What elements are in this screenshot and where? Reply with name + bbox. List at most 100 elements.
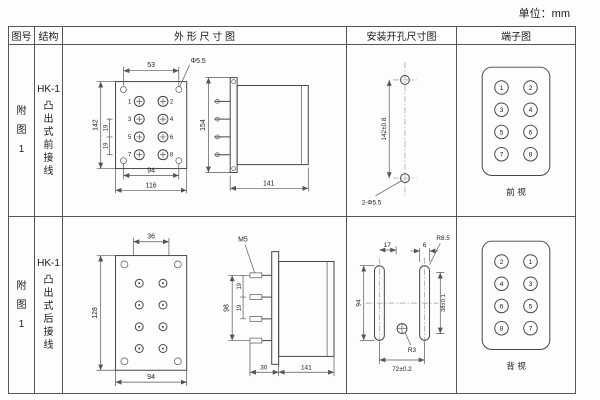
row2-mounting-cell: 17 6 R8.5 94 38±0.1 R3 xyxy=(347,217,457,393)
side-view-dimensions: 154 141 xyxy=(200,76,309,191)
terminal-number: 8 xyxy=(500,326,504,333)
structure-char: 前 xyxy=(43,139,54,151)
row1-outline-drawing: 1 2 3 4 5 6 7 8 53 Φ5.5 xyxy=(92,57,309,193)
terminal-number: 6 xyxy=(500,303,504,310)
dim-height: 128 xyxy=(92,307,99,319)
dim-mounting-height: 94 xyxy=(355,299,362,307)
dim-side-height: 98 xyxy=(224,304,231,312)
model-label: HK-1 xyxy=(37,258,60,269)
terminal-number: 2 xyxy=(500,259,504,266)
terminal-number: 6 xyxy=(170,134,174,140)
terminal-number: 8 xyxy=(529,151,533,158)
front-view-dimensions: 53 Φ5.5 142 19 19 94 xyxy=(92,57,206,193)
structure-char: 出 xyxy=(43,113,54,125)
structure-char: 凸 xyxy=(43,275,54,286)
dim-slot-length: 38±0.1 xyxy=(441,294,447,312)
dim-pitch: 19 xyxy=(104,124,110,131)
view-label: 前 视 xyxy=(506,185,526,196)
dim-pitch: 19 xyxy=(237,304,243,311)
dim-inner-width: 30 xyxy=(260,364,268,371)
structure-char: 接 xyxy=(43,327,54,338)
terminal-number: 2 xyxy=(170,99,173,105)
dim-mounting-span: 72±0.2 xyxy=(392,366,412,373)
dim-top-offset: 17 xyxy=(383,242,391,249)
terminal-number: 4 xyxy=(529,107,533,114)
dim-side-width: 141 xyxy=(263,180,275,187)
row1-mounting-cell: 142±0.8 2-Φ5.5 xyxy=(347,45,457,217)
fig-label-char: 图 xyxy=(16,125,27,136)
dim-side-height: 154 xyxy=(200,119,207,131)
header-fig-no: 图号 xyxy=(9,27,35,45)
terminal-number: 3 xyxy=(529,281,533,288)
dim-slot-width: 6 xyxy=(422,242,426,249)
structure-char: 式 xyxy=(43,301,54,312)
dim-pitch: 19 xyxy=(104,141,110,148)
relay-rear-view xyxy=(115,255,188,371)
fig-label-char: 1 xyxy=(18,318,25,330)
row2-outline-cell: 36 128 94 M5 xyxy=(63,217,347,393)
drawing-table: 图号 结构 外 形 尺 寸 图 安装开孔尺寸图 端子图 附 图 1 HK-1 凸… xyxy=(8,26,576,394)
structure-char: 后 xyxy=(43,314,54,325)
structure-char: 线 xyxy=(43,165,54,177)
row2-mounting-drawing: 17 6 R8.5 94 38±0.1 R3 xyxy=(355,235,450,373)
terminal-number: 1 xyxy=(529,259,533,266)
row1-terminal-diagram: 1 2 3 4 5 6 7 8 前 视 xyxy=(481,66,551,196)
dim-height: 142 xyxy=(92,119,99,131)
rear-view-dimensions: 36 128 94 xyxy=(92,233,188,387)
terminal-number: 2 xyxy=(529,84,533,91)
row1-structure-cell: HK-1 凸 出 式 前 接 线 xyxy=(35,45,63,217)
row2-terminal-diagram: 2 1 4 3 6 5 8 7 背 视 xyxy=(481,240,551,371)
structure-char: 凸 xyxy=(43,100,54,112)
row1-mounting-drawing: 142±0.8 2-Φ5.5 xyxy=(361,61,417,206)
dim-pitch: 19 xyxy=(237,282,243,289)
header-structure: 结构 xyxy=(35,27,63,45)
terminal-number: 1 xyxy=(500,84,504,91)
dim-center-radius: R3 xyxy=(407,347,416,354)
fig-label-char: 1 xyxy=(18,144,25,155)
relay-front-view: 1 2 3 4 5 6 7 8 xyxy=(115,80,188,169)
terminal-number: 5 xyxy=(128,134,132,140)
screw-label: M5 xyxy=(238,237,248,244)
mounting-holes-label: 2-Φ5.5 xyxy=(361,199,381,206)
dim-side-width: 141 xyxy=(301,364,312,371)
terminal-number: 1 xyxy=(128,99,131,105)
row1-terminal-cell: 1 2 3 4 5 6 7 8 前 视 xyxy=(457,45,575,217)
row2-outline-drawing: 36 128 94 M5 xyxy=(92,233,335,387)
terminal-number: 7 xyxy=(500,151,504,158)
row2-structure-cell: HK-1 凸 出 式 后 接 线 xyxy=(35,217,63,393)
view-label: 背 视 xyxy=(506,360,526,371)
dim-hole-span: 94 xyxy=(147,167,155,174)
dim-mounting-height: 142±0.8 xyxy=(380,117,387,140)
terminal-number: 4 xyxy=(170,117,174,123)
row1-fig-cell: 附 图 1 xyxy=(9,45,35,217)
dim-bottom-width: 94 xyxy=(147,374,155,381)
dim-hole-diameter: Φ5.5 xyxy=(191,57,206,64)
fig-label-char: 附 xyxy=(16,106,27,117)
side-view-rear-dimensions: 98 19 19 30 141 xyxy=(224,274,335,377)
terminal-number: 7 xyxy=(128,152,131,158)
structure-char: 线 xyxy=(43,340,54,351)
row2-fig-cell: 附 图 1 xyxy=(9,217,35,393)
terminal-number: 7 xyxy=(529,326,533,333)
dim-top-width: 36 xyxy=(147,233,155,240)
header-terminal-diagram: 端子图 xyxy=(457,27,575,45)
unit-label: 单位：mm xyxy=(518,8,570,20)
header-outline-dims: 外 形 尺 寸 图 xyxy=(63,27,347,45)
row2-terminal-cell: 2 1 4 3 6 5 8 7 背 视 xyxy=(457,217,575,393)
dim-overall-width: 116 xyxy=(146,182,157,189)
relay-side-view xyxy=(214,76,309,173)
structure-char: 出 xyxy=(43,288,54,299)
fig-label-char: 附 xyxy=(16,280,27,292)
model-label: HK-1 xyxy=(37,83,60,95)
row1-outline-cell: 1 2 3 4 5 6 7 8 53 Φ5.5 xyxy=(63,45,347,217)
terminal-number: 6 xyxy=(529,129,533,136)
terminal-number: 4 xyxy=(500,281,504,288)
header-mounting-dims: 安装开孔尺寸图 xyxy=(347,27,457,45)
terminal-number: 5 xyxy=(500,129,504,136)
terminal-number: 3 xyxy=(128,117,132,123)
structure-char: 式 xyxy=(43,126,54,138)
terminal-number: 8 xyxy=(170,152,174,158)
fig-label-char: 图 xyxy=(16,299,27,311)
dim-top-width: 53 xyxy=(147,61,155,68)
